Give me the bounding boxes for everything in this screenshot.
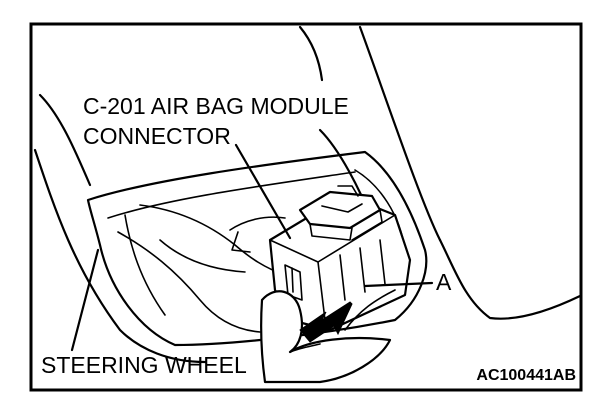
callout-a-label: A xyxy=(436,269,452,295)
connector-label-line2: CONNECTOR xyxy=(83,123,231,149)
figure-code: AC100441AB xyxy=(476,367,576,384)
pull-direction-arrow xyxy=(299,301,353,343)
hand-outline xyxy=(260,290,392,384)
access-opening xyxy=(86,150,428,347)
connector-label-line1: C-201 AIR BAG MODULE xyxy=(83,93,349,119)
steering-wheel-label: STEERING WHEEL xyxy=(41,352,247,378)
leader-lines xyxy=(70,143,434,352)
